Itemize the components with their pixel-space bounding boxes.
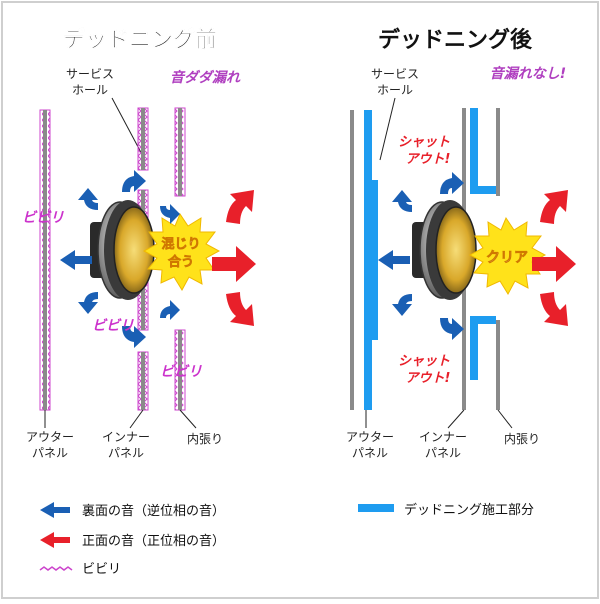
legend-red-arrow-icon <box>40 532 70 548</box>
no-leak-note: 音漏れなし! <box>490 65 566 82</box>
trim-label-after: 内張り <box>504 432 540 446</box>
rattle-label-2: ビビリ <box>92 318 134 334</box>
blue-arrow-lower <box>122 326 146 348</box>
blue-arrow-lower-after <box>440 318 464 340</box>
back-sound-arrows-before <box>60 170 180 348</box>
rattle-label-3: ビビリ <box>160 364 202 380</box>
burst-line-1: 混じり <box>161 237 200 252</box>
service-hole-label-2-after: ホール <box>377 83 413 97</box>
outer-panel-deadening-pad <box>372 180 378 340</box>
trim-bottom <box>178 330 182 410</box>
front-sound-arrows-after <box>532 190 576 326</box>
inner-panel-label-2-after: パネル <box>425 446 461 460</box>
speaker-after <box>412 200 477 300</box>
inner-panel-top <box>141 108 145 170</box>
service-hole-label-1: サービス <box>66 67 114 81</box>
clear-burst: クリア <box>468 216 547 296</box>
clear-label: クリア <box>486 250 528 266</box>
inner-panel-pointer <box>129 409 144 429</box>
trim-pointer <box>179 409 197 429</box>
outer-panel-after <box>350 110 354 410</box>
trim-top-after <box>496 108 500 196</box>
red-arrow-upper-after <box>540 190 568 224</box>
inner-panel-bottom <box>141 352 145 410</box>
outer-panel-label-2: パネル <box>32 446 68 460</box>
red-arrow-upper <box>226 190 254 224</box>
blue-arrow-through-top <box>160 204 180 224</box>
inner-deadening-bottom-flange <box>470 316 496 324</box>
before-diagram: デッドニング前 サービス ホール 音ダダ漏れ 混じり 合う <box>22 27 256 460</box>
legend-rattle: ビビリ <box>82 562 121 577</box>
shutout-bottom-2: アウト! <box>406 371 451 386</box>
blue-arrow-through-bottom <box>160 300 180 320</box>
red-arrow-lower <box>226 292 254 326</box>
mixed-burst: 混じり 合う <box>142 212 221 292</box>
legend-rattle-icon <box>39 566 73 571</box>
back-sound-arrows-after <box>378 172 464 340</box>
trim-bottom-after <box>496 320 500 410</box>
blue-arrow-upper-left-after <box>392 190 412 212</box>
legend-blue-arrow-icon <box>40 502 70 518</box>
red-arrow-center <box>212 246 256 282</box>
inner-panel-label-2: パネル <box>108 446 144 460</box>
inner-panel-pointer-after <box>447 409 465 429</box>
rattle-label-1: ビビリ <box>22 210 64 226</box>
blue-arrow-upper <box>122 170 146 192</box>
blue-arrow-lower-left <box>78 292 98 314</box>
after-title: デッドニング後 <box>378 27 533 53</box>
service-hole-pointer-after <box>379 97 396 161</box>
inner-deadening-bottom <box>470 316 478 380</box>
trim-pointer-after <box>497 409 513 429</box>
inner-deadening-top <box>470 108 478 192</box>
blue-arrow-left-after <box>378 250 410 270</box>
burst-line-2: 合う <box>168 254 194 270</box>
leak-note: 音ダダ漏れ <box>170 69 241 86</box>
blue-arrow-upper-after <box>440 172 464 194</box>
blue-arrow-lower-left-after <box>392 294 412 316</box>
legend-deadening-icon <box>358 504 394 512</box>
inner-panel-label-1: インナー <box>102 430 150 444</box>
front-sound-arrows-before <box>212 190 256 326</box>
red-arrow-lower-after <box>540 292 568 326</box>
inner-panel-label-1-after: インナー <box>419 430 467 444</box>
shutout-top-1: シャット <box>398 135 450 150</box>
blue-arrow-left <box>60 250 92 270</box>
trim-label: 内張り <box>187 432 223 446</box>
blue-arrow-upper-left <box>78 188 98 210</box>
after-diagram: デッドニング後 サービス ホール 音漏れなし! クリア <box>346 27 576 460</box>
red-arrow-center-after <box>532 246 576 282</box>
legend-front-sound: 正面の音（正位相の音） <box>82 533 225 549</box>
legend-back-sound: 裏面の音（逆位相の音） <box>82 503 225 519</box>
outer-panel-label-1-after: アウター <box>346 430 394 444</box>
legend: 裏面の音（逆位相の音） 正面の音（正位相の音） ビビリ デッドニング施工部分 <box>39 502 534 577</box>
shutout-bottom-1: シャット <box>398 354 450 369</box>
inner-deadening-top-flange <box>470 186 496 194</box>
outer-panel-label-2-after: パネル <box>352 446 388 460</box>
trim-top <box>178 108 182 196</box>
speaker-before <box>90 200 155 300</box>
shutout-top-2: アウト! <box>406 152 451 167</box>
outer-panel <box>43 110 47 410</box>
outer-panel-deadening <box>364 110 372 410</box>
outer-panel-label-1: アウター <box>26 430 74 444</box>
service-hole-label-1-after: サービス <box>371 67 419 81</box>
service-hole-label-2: ホール <box>72 83 108 97</box>
before-title: デッドニング前 <box>63 27 217 53</box>
legend-deadening: デッドニング施工部分 <box>404 502 534 518</box>
